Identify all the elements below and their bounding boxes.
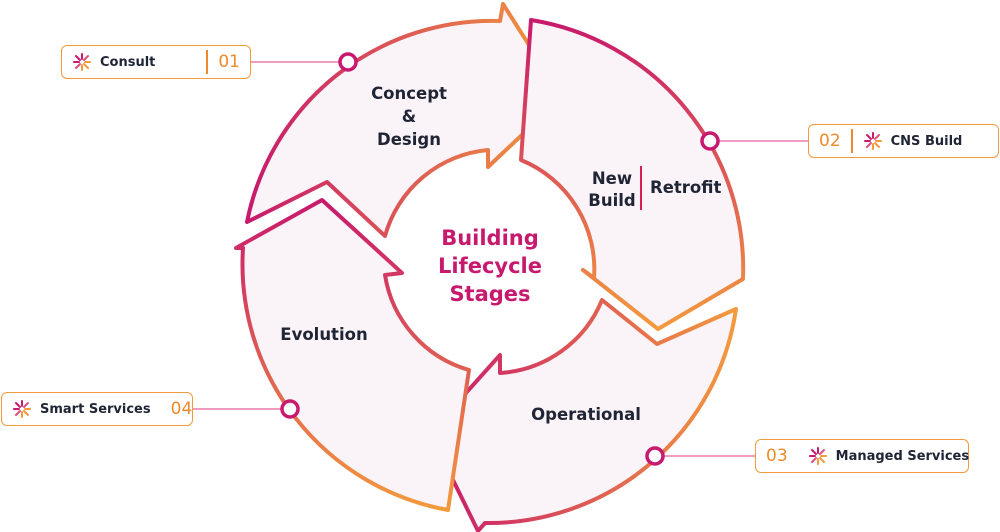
service-pill-consult[interactable]: Consult 01 [61, 45, 251, 79]
starburst-logo-icon [863, 131, 883, 151]
service-number: 02 [819, 131, 841, 151]
segment-build [519, 18, 746, 331]
service-name: Consult [100, 54, 156, 70]
segment-evolution [234, 198, 471, 512]
service-pill-smart-services[interactable]: Smart Services 04 [1, 392, 193, 426]
segment-label-concept-2: & [402, 107, 416, 126]
connector-dot-icon [700, 131, 720, 151]
segment-label-new-build-1: New [592, 169, 632, 188]
segment-operational [428, 298, 738, 532]
segment-label-evolution: Evolution [280, 325, 367, 344]
center-title-1: Building [441, 226, 539, 250]
service-number: 01 [218, 52, 240, 72]
service-divider [206, 50, 209, 74]
connector-dot-icon [645, 446, 665, 466]
service-name: Managed Services [835, 448, 970, 464]
starburst-logo-icon [72, 52, 92, 72]
connector-dot-icon [280, 399, 300, 419]
center-title-3: Stages [449, 282, 530, 306]
starburst-logo-icon [808, 446, 828, 466]
service-pill-cns-build[interactable]: 02 CNS Build [808, 124, 999, 158]
service-name: Smart Services [40, 401, 151, 417]
segment-label-concept-1: Concept [371, 84, 447, 103]
segment-label-concept-3: Design [377, 130, 441, 149]
segment-label-retrofit: Retrofit [650, 178, 721, 197]
service-number: 03 [766, 446, 788, 466]
connector-dots [280, 52, 720, 466]
center-title-2: Lifecycle [438, 254, 542, 278]
segment-label-operational: Operational [531, 405, 641, 424]
service-number: 04 [170, 399, 193, 419]
segment-concept-design [245, 2, 564, 238]
segment-label-new-build-2: Build [588, 191, 635, 210]
service-name: CNS Build [890, 133, 963, 149]
starburst-logo-icon [12, 399, 32, 419]
service-pill-managed-services[interactable]: 03 Managed Services [755, 439, 969, 473]
connector-dot-icon [338, 52, 358, 72]
service-divider [850, 129, 853, 153]
connector-lines [192, 61, 808, 457]
